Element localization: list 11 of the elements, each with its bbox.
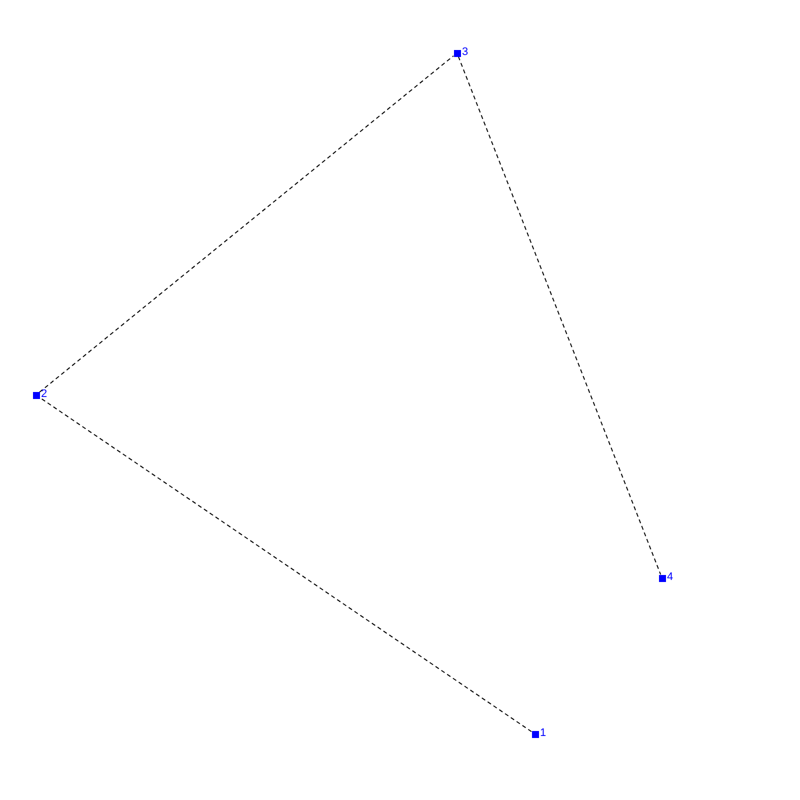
vertex-number: 1 (540, 728, 546, 739)
vertex-marker (32, 392, 40, 398)
vertex-marker (658, 574, 666, 582)
dashed-connector (458, 56, 662, 575)
vertex-number: 2 (41, 389, 48, 400)
vertex-marker (454, 50, 460, 56)
vertex-marker (532, 730, 538, 738)
dashed-connector (39, 55, 454, 393)
vertex-number: 3 (462, 47, 468, 58)
vertex-number: 4 (667, 572, 674, 583)
dashed-connector (39, 396, 532, 732)
